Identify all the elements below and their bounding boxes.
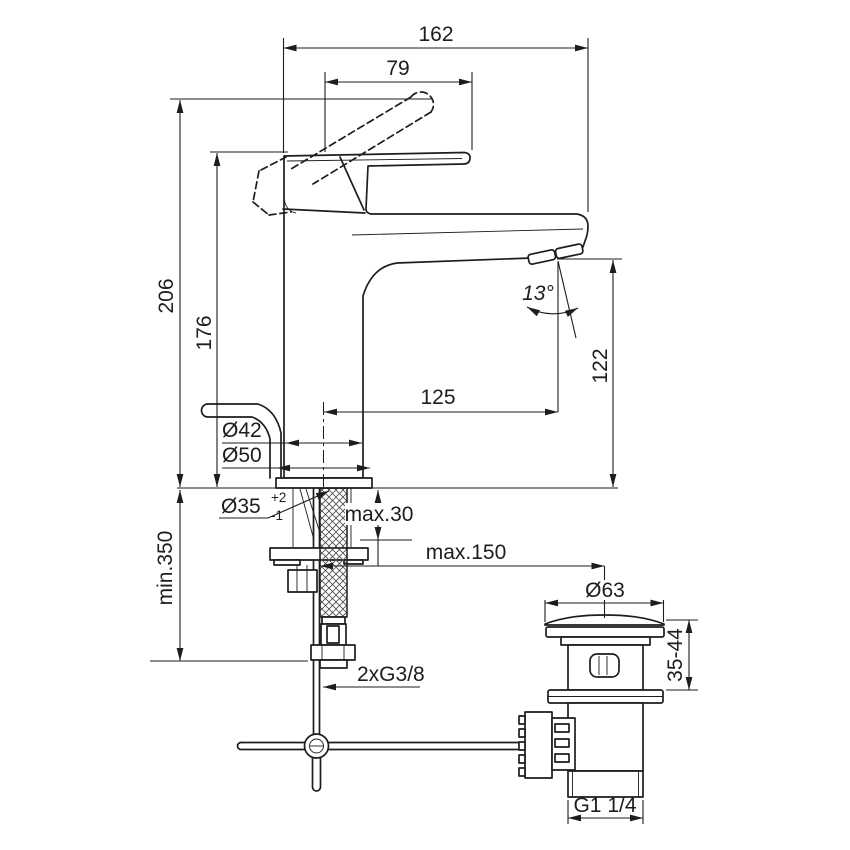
dim-base-diameter-label: Ø50 <box>222 444 262 467</box>
dim-waste-offset: max.150 <box>320 541 606 580</box>
dim-overall-height-label: 206 <box>155 278 178 313</box>
rod-coupling <box>518 711 576 779</box>
dim-supply-connections-label: 2xG3/8 <box>357 663 425 686</box>
dim-waste-height-range: 35-44 <box>664 619 698 691</box>
mounting-nut <box>287 565 318 593</box>
waste-lower-flange <box>547 689 664 704</box>
drain-assembly <box>518 614 665 798</box>
dim-hole-diameter-label: Ø35 <box>221 495 261 518</box>
dim-deck-thickness-label: max.30 <box>345 503 414 526</box>
dim-deck-thickness: max.30 <box>345 490 414 566</box>
lift-rod <box>312 487 321 741</box>
spout-chamfer-line <box>351 228 584 236</box>
pop-up-rod-assembly <box>236 733 524 792</box>
waste-tailpiece <box>567 770 644 798</box>
waste-flange-cap <box>544 614 665 626</box>
lever-dashed <box>252 91 435 216</box>
dim-waste-flange-diameter: Ø63 <box>544 579 665 622</box>
waste-slot-window <box>589 653 620 678</box>
dim-base-diameter: Ø50 <box>222 444 370 472</box>
dim-body-height-label: 176 <box>193 315 216 350</box>
horizontal-rod <box>236 741 524 751</box>
dim-total-projection: 162 <box>282 23 589 212</box>
dim-body-diameter-label: Ø42 <box>222 419 262 442</box>
dim-handle-projection-label: 79 <box>386 57 409 80</box>
dim-handle-projection: 79 <box>324 57 473 152</box>
dim-outlet-angle: 13° <box>522 260 579 339</box>
dim-body-height: 176 <box>193 151 288 487</box>
lever-inner-line <box>286 158 463 162</box>
waste-neck <box>560 636 651 646</box>
waste-lower-body <box>567 702 644 772</box>
dim-overall-height: 206 <box>155 98 433 487</box>
dim-waste-thread: G1 1/4 <box>567 794 644 824</box>
dim-body-diameter: Ø42 <box>222 419 362 447</box>
under-counter-assembly <box>269 487 369 741</box>
dim-waste-thread-label: G1 1/4 <box>573 794 636 817</box>
dim-spout-reach: 125 <box>323 262 559 487</box>
dim-total-projection-label: 162 <box>418 23 453 46</box>
faucet-body <box>283 151 589 479</box>
dim-hole-tolerance-plus: +2 <box>271 490 286 505</box>
aerator <box>527 243 584 266</box>
waste-upper-ring <box>545 626 665 638</box>
dim-hose-length-label: min.350 <box>154 531 177 606</box>
dim-supply-connections: 2xG3/8 <box>323 663 425 691</box>
dim-waste-offset-label: max.150 <box>426 541 507 564</box>
knurled-wheel <box>524 711 553 779</box>
dim-hole-tolerance-minus: -1 <box>271 508 283 523</box>
supply-hose-braided <box>310 487 356 669</box>
dim-outlet-angle-label: 13° <box>522 282 554 305</box>
dim-waste-height-range-label: 35-44 <box>664 628 687 682</box>
lift-rod-lower <box>311 757 322 792</box>
dim-outlet-height: 122 <box>557 258 622 487</box>
dim-spout-reach-label: 125 <box>420 386 455 409</box>
handle-base-bottom <box>282 208 366 214</box>
dim-waste-flange-diameter-label: Ø63 <box>585 579 625 602</box>
pivot-joint <box>303 733 330 759</box>
dim-hose-length: min.350 <box>150 490 308 662</box>
lift-rod-knob <box>200 403 282 479</box>
dim-outlet-height-label: 122 <box>589 348 612 383</box>
hose-end-nut <box>310 644 356 661</box>
dim-hole-diameter: Ø35 +2 -1 <box>219 490 330 523</box>
